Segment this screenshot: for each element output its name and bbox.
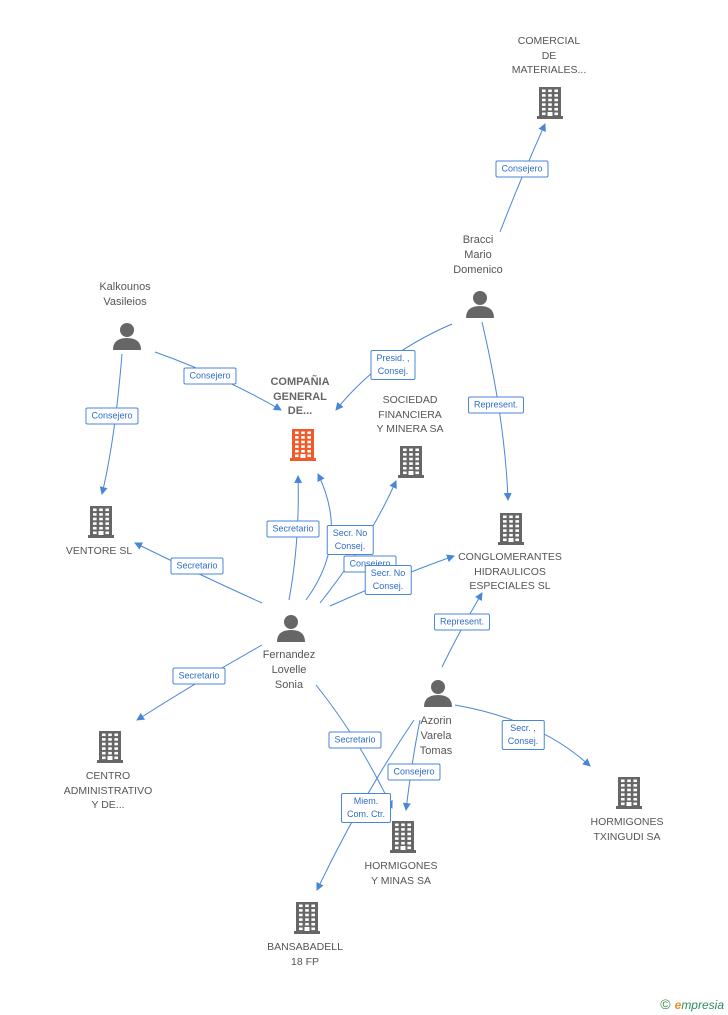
node-label-centro[interactable]: CENTRO ADMINISTRATIVO Y DE... — [63, 770, 153, 811]
node-label-hormigones_tx[interactable]: HORMIGONES TXINGUDI SA — [590, 816, 664, 843]
person-icon-bracci[interactable] — [465, 290, 495, 323]
building-icon-conglomerantes[interactable] — [498, 511, 524, 550]
edge-label-azorin-hormigones_ym[interactable]: Consejero — [387, 763, 441, 781]
building-icon-ventore[interactable] — [88, 504, 114, 543]
node-label-bansabadell[interactable]: BANSABADELL 18 FP — [267, 941, 343, 968]
edges-layer — [99, 123, 591, 891]
edge-kalkounos-ventore — [99, 353, 123, 495]
edge-label-fernandez-hormigones_ym[interactable]: Secretario — [328, 731, 382, 749]
edge-label-azorin-hormigones_tx[interactable]: Secr. , Consej. — [501, 720, 545, 750]
edge-label-azorin-bansabadell[interactable]: Miem. Com. Ctr. — [340, 793, 392, 823]
edge-label-fernandez-centro[interactable]: Secretario — [172, 667, 226, 685]
node-label-comercial[interactable]: COMERCIAL DE MATERIALES... — [511, 35, 587, 76]
edge-bracci-comercial — [499, 123, 546, 233]
building-icon-compania[interactable] — [290, 427, 316, 466]
person-icon-azorin[interactable] — [423, 679, 453, 712]
footer-brand[interactable]: ©empresia — [660, 996, 724, 1012]
edge-label-bracci-compania[interactable]: Presid. , Consej. — [370, 350, 416, 380]
edge-fernandez-compania — [288, 475, 303, 601]
building-icon-hormigones_ym[interactable] — [390, 819, 416, 858]
edge-bracci-conglomerantes — [481, 321, 512, 501]
person-icon-fernandez[interactable] — [276, 614, 306, 647]
edge-label-bracci-comercial[interactable]: Consejero — [495, 160, 549, 178]
brand-initial: e — [674, 998, 682, 1012]
person-icon-kalkounos[interactable] — [112, 322, 142, 355]
node-label-compania[interactable]: COMPAÑIA GENERAL DE... — [270, 376, 330, 417]
building-icon-hormigones_tx[interactable] — [616, 775, 642, 814]
node-label-sociedad[interactable]: SOCIEDAD FINANCIERA Y MINERA SA — [376, 394, 444, 435]
node-label-conglomerantes[interactable]: CONGLOMERANTES HIDRAULICOS ESPECIALES SL — [458, 551, 562, 592]
building-icon-comercial[interactable] — [537, 85, 563, 124]
building-icon-sociedad[interactable] — [398, 444, 424, 483]
brand-name: mpresia — [681, 998, 724, 1012]
node-label-hormigones_ym[interactable]: HORMIGONES Y MINAS SA — [364, 860, 438, 887]
node-label-ventore[interactable]: VENTORE SL — [65, 545, 133, 557]
copyright-symbol: © — [660, 996, 671, 1012]
building-icon-bansabadell[interactable] — [294, 900, 320, 939]
building-icon-centro[interactable] — [97, 729, 123, 768]
node-label-fernandez[interactable]: Fernandez Lovelle Sonia — [262, 649, 316, 691]
node-label-azorin[interactable]: Azorin Varela Tomas — [419, 715, 453, 757]
edge-label-fernandez-ventore[interactable]: Secretario — [170, 557, 224, 575]
edge-label-kalkounos-compania[interactable]: Consejero — [183, 367, 237, 385]
edge-label-fernandez-conglomerantes[interactable]: Secr. No Consej. — [364, 565, 412, 595]
edge-label-fernandez-compania[interactable]: Secr. No Consej. — [326, 525, 374, 555]
edge-label-bracci-conglomerantes[interactable]: Represent. — [467, 396, 525, 414]
node-label-kalkounos[interactable]: Kalkounos Vasileios — [99, 281, 151, 308]
node-label-bracci[interactable]: Bracci Mario Domenico — [453, 234, 503, 276]
edge-azorin-hormigones_ym — [402, 719, 421, 811]
edge-label-kalkounos-ventore[interactable]: Consejero — [85, 407, 139, 425]
edge-label-fernandez-compania[interactable]: Secretario — [266, 520, 320, 538]
edge-label-azorin-conglomerantes[interactable]: Represent. — [433, 613, 491, 631]
